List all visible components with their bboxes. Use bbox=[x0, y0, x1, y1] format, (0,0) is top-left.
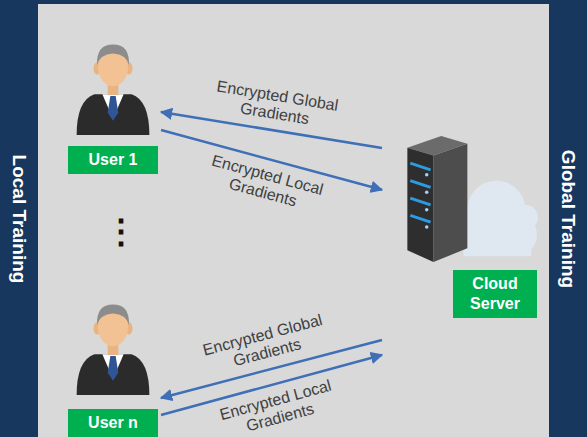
side-band: Global Training bbox=[549, 0, 587, 437]
user-node: User 1 bbox=[68, 25, 158, 174]
person-icon bbox=[73, 33, 153, 139]
name-tag: User 1 bbox=[68, 146, 158, 174]
server-icon bbox=[388, 134, 538, 269]
user-node: User n bbox=[68, 285, 158, 437]
band-label: Local Training bbox=[8, 154, 30, 283]
person-icon bbox=[73, 293, 153, 399]
name-tag: Cloud Server bbox=[453, 270, 537, 318]
side-band: Local Training bbox=[0, 0, 38, 437]
band-label: Global Training bbox=[557, 149, 579, 287]
server-node: Cloud Server bbox=[385, 130, 540, 360]
ellipsis-mark: ⋮ bbox=[104, 214, 138, 248]
name-tag: User n bbox=[68, 409, 158, 437]
